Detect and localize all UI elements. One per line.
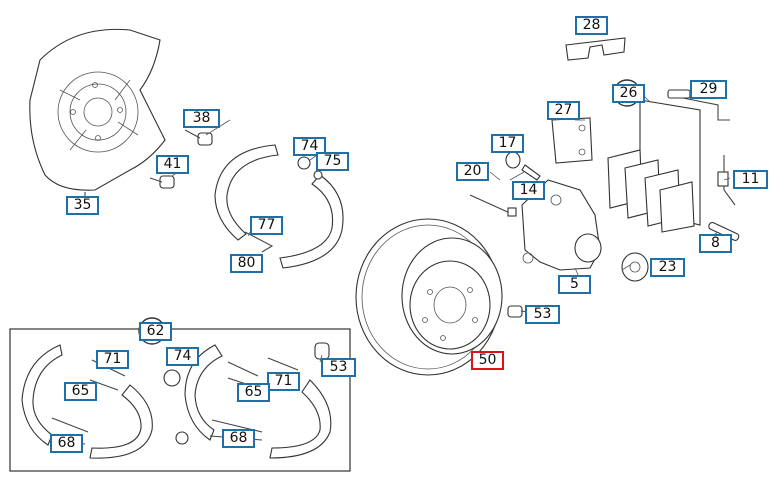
callout-53-kit[interactable]: 53 bbox=[321, 358, 356, 377]
callout-35[interactable]: 35 bbox=[66, 196, 99, 215]
caliper-drawing bbox=[469, 179, 602, 271]
callout-23[interactable]: 23 bbox=[650, 258, 685, 277]
callout-75[interactable]: 75 bbox=[316, 152, 349, 171]
bolt-41-drawing bbox=[149, 175, 175, 189]
callout-5[interactable]: 5 bbox=[558, 275, 591, 294]
parking-brake-kit-drawing bbox=[21, 342, 332, 459]
brake-disc-drawing bbox=[355, 218, 503, 376]
callout-28[interactable]: 28 bbox=[575, 16, 608, 35]
callout-77[interactable]: 77 bbox=[250, 216, 283, 235]
callout-71-left[interactable]: 71 bbox=[96, 350, 129, 369]
callout-65-right[interactable]: 65 bbox=[237, 383, 270, 402]
callout-20[interactable]: 20 bbox=[456, 162, 489, 181]
anti-rattle-spring-drawing bbox=[565, 37, 626, 61]
callout-41[interactable]: 41 bbox=[156, 155, 189, 174]
callout-68-right[interactable]: 68 bbox=[222, 429, 255, 448]
callout-74-lower[interactable]: 74 bbox=[166, 347, 199, 366]
callout-38[interactable]: 38 bbox=[183, 109, 220, 128]
bolt-38-drawing bbox=[184, 129, 213, 146]
bolt-23-drawing bbox=[621, 252, 649, 282]
callout-53-disc[interactable]: 53 bbox=[525, 305, 560, 324]
bushing-17-drawing bbox=[505, 151, 521, 169]
callout-26[interactable]: 26 bbox=[612, 84, 645, 103]
callout-8[interactable]: 8 bbox=[699, 234, 732, 253]
callout-71-right[interactable]: 71 bbox=[267, 372, 300, 391]
callout-74-upper[interactable]: 74 bbox=[293, 137, 326, 156]
brake-pads-drawing bbox=[607, 99, 701, 233]
callout-27[interactable]: 27 bbox=[547, 101, 580, 120]
callout-65-left[interactable]: 65 bbox=[64, 382, 97, 401]
pad-shim-drawing bbox=[551, 117, 593, 164]
dust-shield-drawing bbox=[29, 28, 166, 198]
callout-80[interactable]: 80 bbox=[230, 254, 263, 273]
bleeder-14-drawing bbox=[521, 164, 541, 181]
callout-17[interactable]: 17 bbox=[491, 134, 524, 153]
callout-68-left[interactable]: 68 bbox=[50, 434, 83, 453]
callout-14[interactable]: 14 bbox=[512, 181, 545, 200]
wear-sensor-drawing bbox=[667, 89, 736, 206]
callout-11[interactable]: 11 bbox=[733, 170, 768, 189]
parking-brake-kit-box bbox=[9, 328, 351, 472]
callout-50-selected[interactable]: 50 bbox=[471, 351, 504, 370]
callout-29[interactable]: 29 bbox=[690, 80, 727, 99]
callout-62[interactable]: 62 bbox=[139, 322, 172, 341]
